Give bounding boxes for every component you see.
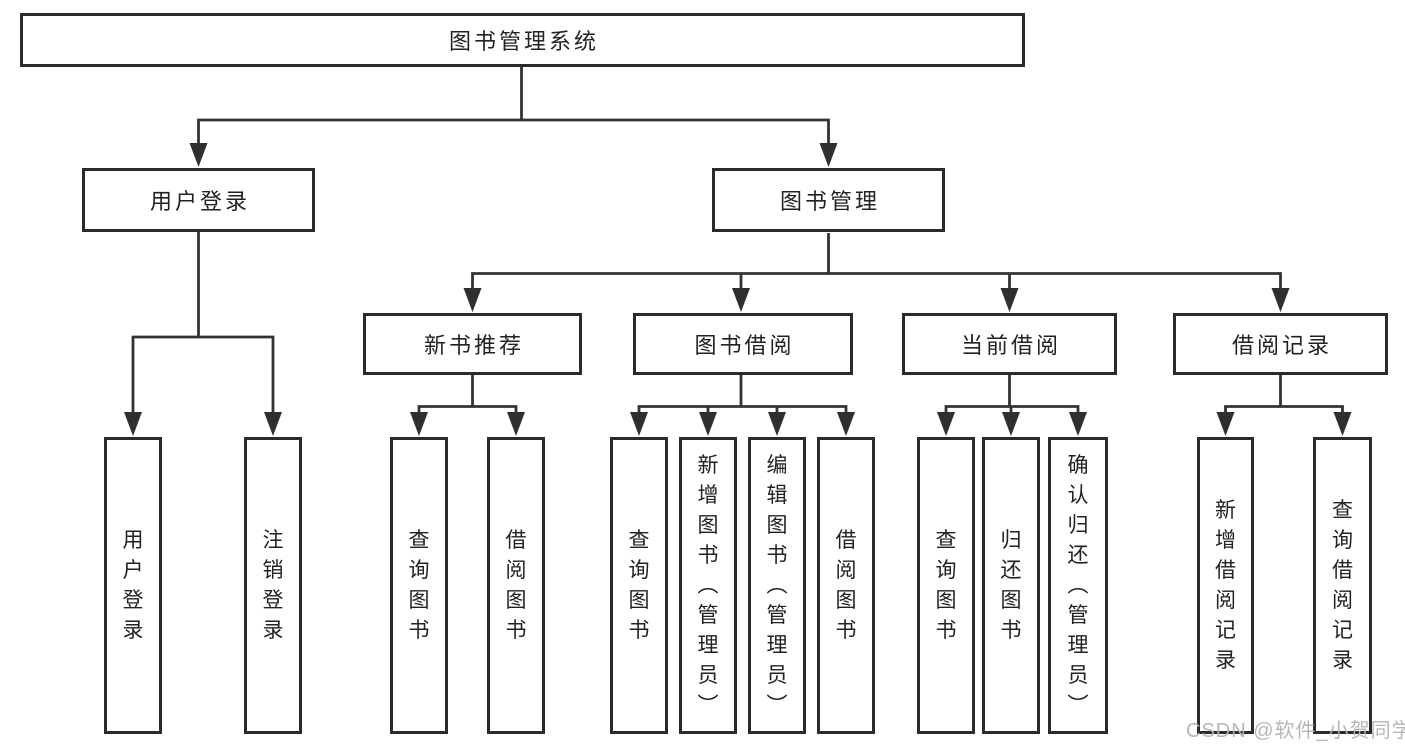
leaf-query-books-2-label: 查 询 图 书	[628, 528, 650, 642]
leaf-add-borrow-record: 新 增 借 阅 记 录	[1197, 437, 1254, 734]
leaf-borrow-books-2-label: 借 阅 图 书	[835, 528, 857, 642]
arrowhead	[507, 412, 525, 436]
leaf-logout: 注 销 登 录	[244, 437, 302, 734]
node-book-management: 图书管理	[712, 168, 945, 232]
node-root-label: 图书管理系统	[448, 29, 599, 54]
arrowhead	[264, 412, 282, 436]
leaf-add-books-admin: 新 增 图 书 ︵ 管 理 员 ︶	[679, 437, 737, 734]
leaf-query-books-1-label: 查 询 图 书	[408, 528, 430, 642]
leaf-edit-books-admin-label: 编 辑 图 书 ︵ 管 理 员 ︶	[766, 453, 788, 717]
leaf-borrow-books-2: 借 阅 图 书	[817, 437, 875, 734]
arrowhead	[630, 412, 648, 436]
csdn-watermark: CSDN @软件_小贺同学	[1186, 720, 1405, 742]
node-borrow-records-label: 借阅记录	[1231, 333, 1332, 358]
arrowhead	[1216, 412, 1235, 436]
arrowhead	[189, 143, 208, 167]
arrowhead	[1000, 288, 1019, 312]
leaf-confirm-return-admin-label: 确 认 归 还 ︵ 管 理 员 ︶	[1067, 453, 1089, 717]
leaf-return-books: 归 还 图 书	[982, 437, 1040, 734]
leaf-borrow-books-1: 借 阅 图 书	[487, 437, 545, 734]
node-new-book-recommend-label: 新书推荐	[423, 333, 524, 358]
leaf-return-books-label: 归 还 图 书	[1000, 528, 1022, 642]
arrowhead	[1271, 288, 1290, 312]
arrowhead	[124, 412, 142, 436]
leaf-query-books-2: 查 询 图 书	[610, 437, 668, 734]
node-current-borrow: 当前借阅	[902, 313, 1117, 375]
node-root: 图书管理系统	[20, 13, 1025, 67]
node-borrow-records: 借阅记录	[1173, 313, 1388, 375]
leaf-query-borrow-record-label: 查 询 借 阅 记 录	[1332, 498, 1353, 672]
connector-newbooks-rail	[417, 405, 518, 414]
connector-bookborrow-rail	[637, 405, 848, 414]
leaf-logout-label: 注 销 登 录	[262, 528, 284, 642]
node-book-management-label: 图书管理	[779, 189, 880, 214]
leaf-query-books-1: 查 询 图 书	[390, 437, 448, 734]
leaf-user-login-label: 用 户 登 录	[122, 528, 144, 642]
node-book-borrow-label: 图书借阅	[694, 333, 795, 358]
node-current-borrow-label: 当前借阅	[960, 333, 1061, 358]
arrowhead	[410, 412, 428, 436]
arrowhead	[1333, 412, 1352, 436]
leaf-query-books-3: 查 询 图 书	[917, 437, 975, 734]
connector-borrowrecords-rail	[1224, 405, 1344, 414]
node-book-borrow: 图书借阅	[633, 313, 853, 375]
arrowhead	[1069, 412, 1087, 436]
arrowhead	[837, 412, 855, 436]
leaf-borrow-books-1-label: 借 阅 图 书	[505, 528, 527, 642]
connector-bookmgmt-rail	[471, 272, 1282, 290]
leaf-confirm-return-admin: 确 认 归 还 ︵ 管 理 员 ︶	[1048, 437, 1108, 734]
arrowhead	[1002, 412, 1020, 436]
leaf-add-borrow-record-label: 新 增 借 阅 记 录	[1215, 498, 1236, 672]
arrowhead	[732, 288, 750, 312]
leaf-add-books-admin-label: 新 增 图 书 ︵ 管 理 员 ︶	[697, 453, 719, 717]
arrowhead	[937, 412, 955, 436]
node-user-login-label: 用户登录	[149, 189, 250, 214]
connector-userlogin-rail	[131, 335, 275, 414]
leaf-user-login: 用 户 登 录	[104, 437, 162, 734]
leaf-query-borrow-record: 查 询 借 阅 记 录	[1313, 437, 1372, 734]
node-new-book-recommend: 新书推荐	[363, 313, 582, 375]
arrowhead	[768, 412, 786, 436]
arrowhead	[699, 412, 717, 436]
arrowhead	[819, 143, 838, 167]
arrowhead	[463, 288, 482, 312]
connector-root-rail	[197, 118, 830, 146]
leaf-edit-books-admin: 编 辑 图 书 ︵ 管 理 员 ︶	[748, 437, 806, 734]
node-user-login: 用户登录	[82, 168, 315, 232]
leaf-query-books-3-label: 查 询 图 书	[935, 528, 957, 642]
